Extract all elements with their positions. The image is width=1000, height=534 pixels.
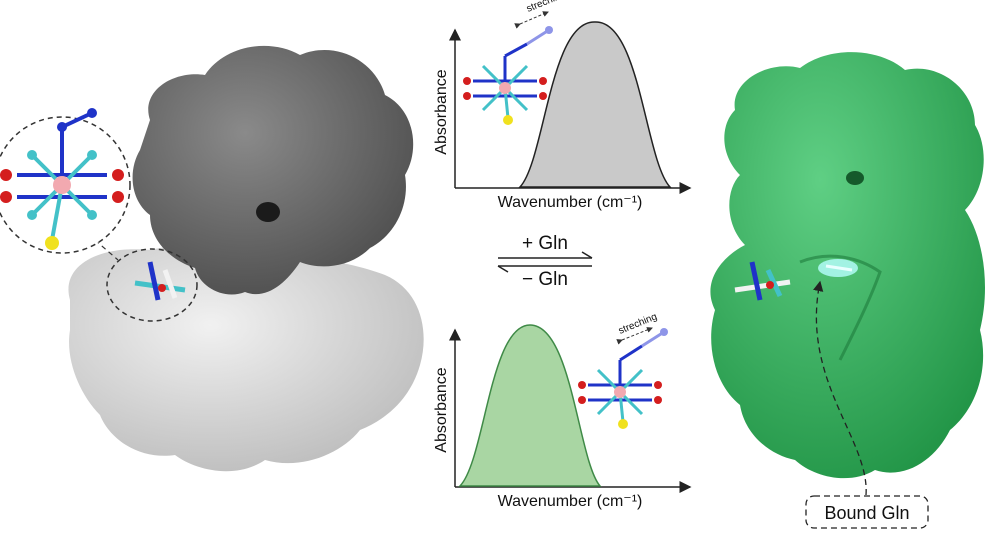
open-protein-upper-lobe <box>132 45 414 295</box>
spectrum-bottom-ylabel: Absorbance <box>433 367 450 452</box>
binding-site-highlight-ring <box>106 248 198 322</box>
closed-protein-groove <box>799 254 882 361</box>
spectrum-bottom-xlabel: Wavenumber (cm⁻¹) <box>498 493 643 510</box>
callout-box <box>805 495 929 529</box>
stretching-arrow-top <box>514 11 549 29</box>
callout-leader <box>813 280 867 496</box>
spectrum-top-xlabel: Wavenumber (cm⁻¹) <box>498 194 643 211</box>
stretching-label-top: streching <box>525 0 567 15</box>
equilibrium-arrows: + Gln − Gln <box>497 233 593 290</box>
spectrum-bottom-peak <box>458 324 602 487</box>
callout-label: Bound Gln <box>824 503 909 523</box>
spectrum-top-ylabel: Absorbance <box>433 69 450 154</box>
bound-glutamine <box>818 259 858 277</box>
reverse-label: − Gln <box>522 269 568 290</box>
open-protein-lower-lobe <box>68 246 424 472</box>
stretching-label-bottom: streching <box>617 311 659 336</box>
bound-probe-left <box>134 261 186 301</box>
reverse-arrow-barb <box>497 265 509 273</box>
probe-molecule-bottom <box>578 328 668 429</box>
closed-protein-structure <box>710 52 985 479</box>
stretching-arrow-bottom <box>616 327 653 345</box>
open-protein-cavity <box>256 202 280 222</box>
open-protein-structure <box>68 45 424 472</box>
spectrum-top: Absorbance Wavenumber (cm⁻¹) streching <box>433 0 692 211</box>
spectrum-bottom: Absorbance Wavenumber (cm⁻¹) streching <box>433 311 692 510</box>
spectrum-top-peak <box>518 21 672 188</box>
bound-gln-callout: Bound Gln <box>805 280 929 529</box>
probe-zoom-inset <box>0 108 131 261</box>
metal-complex-large <box>0 108 124 250</box>
bound-probe-right <box>734 261 791 301</box>
forward-arrow-barb <box>581 251 593 259</box>
closed-protein-cavity <box>846 171 864 185</box>
forward-label: + Gln <box>522 233 568 254</box>
probe-molecule-top <box>463 26 553 125</box>
